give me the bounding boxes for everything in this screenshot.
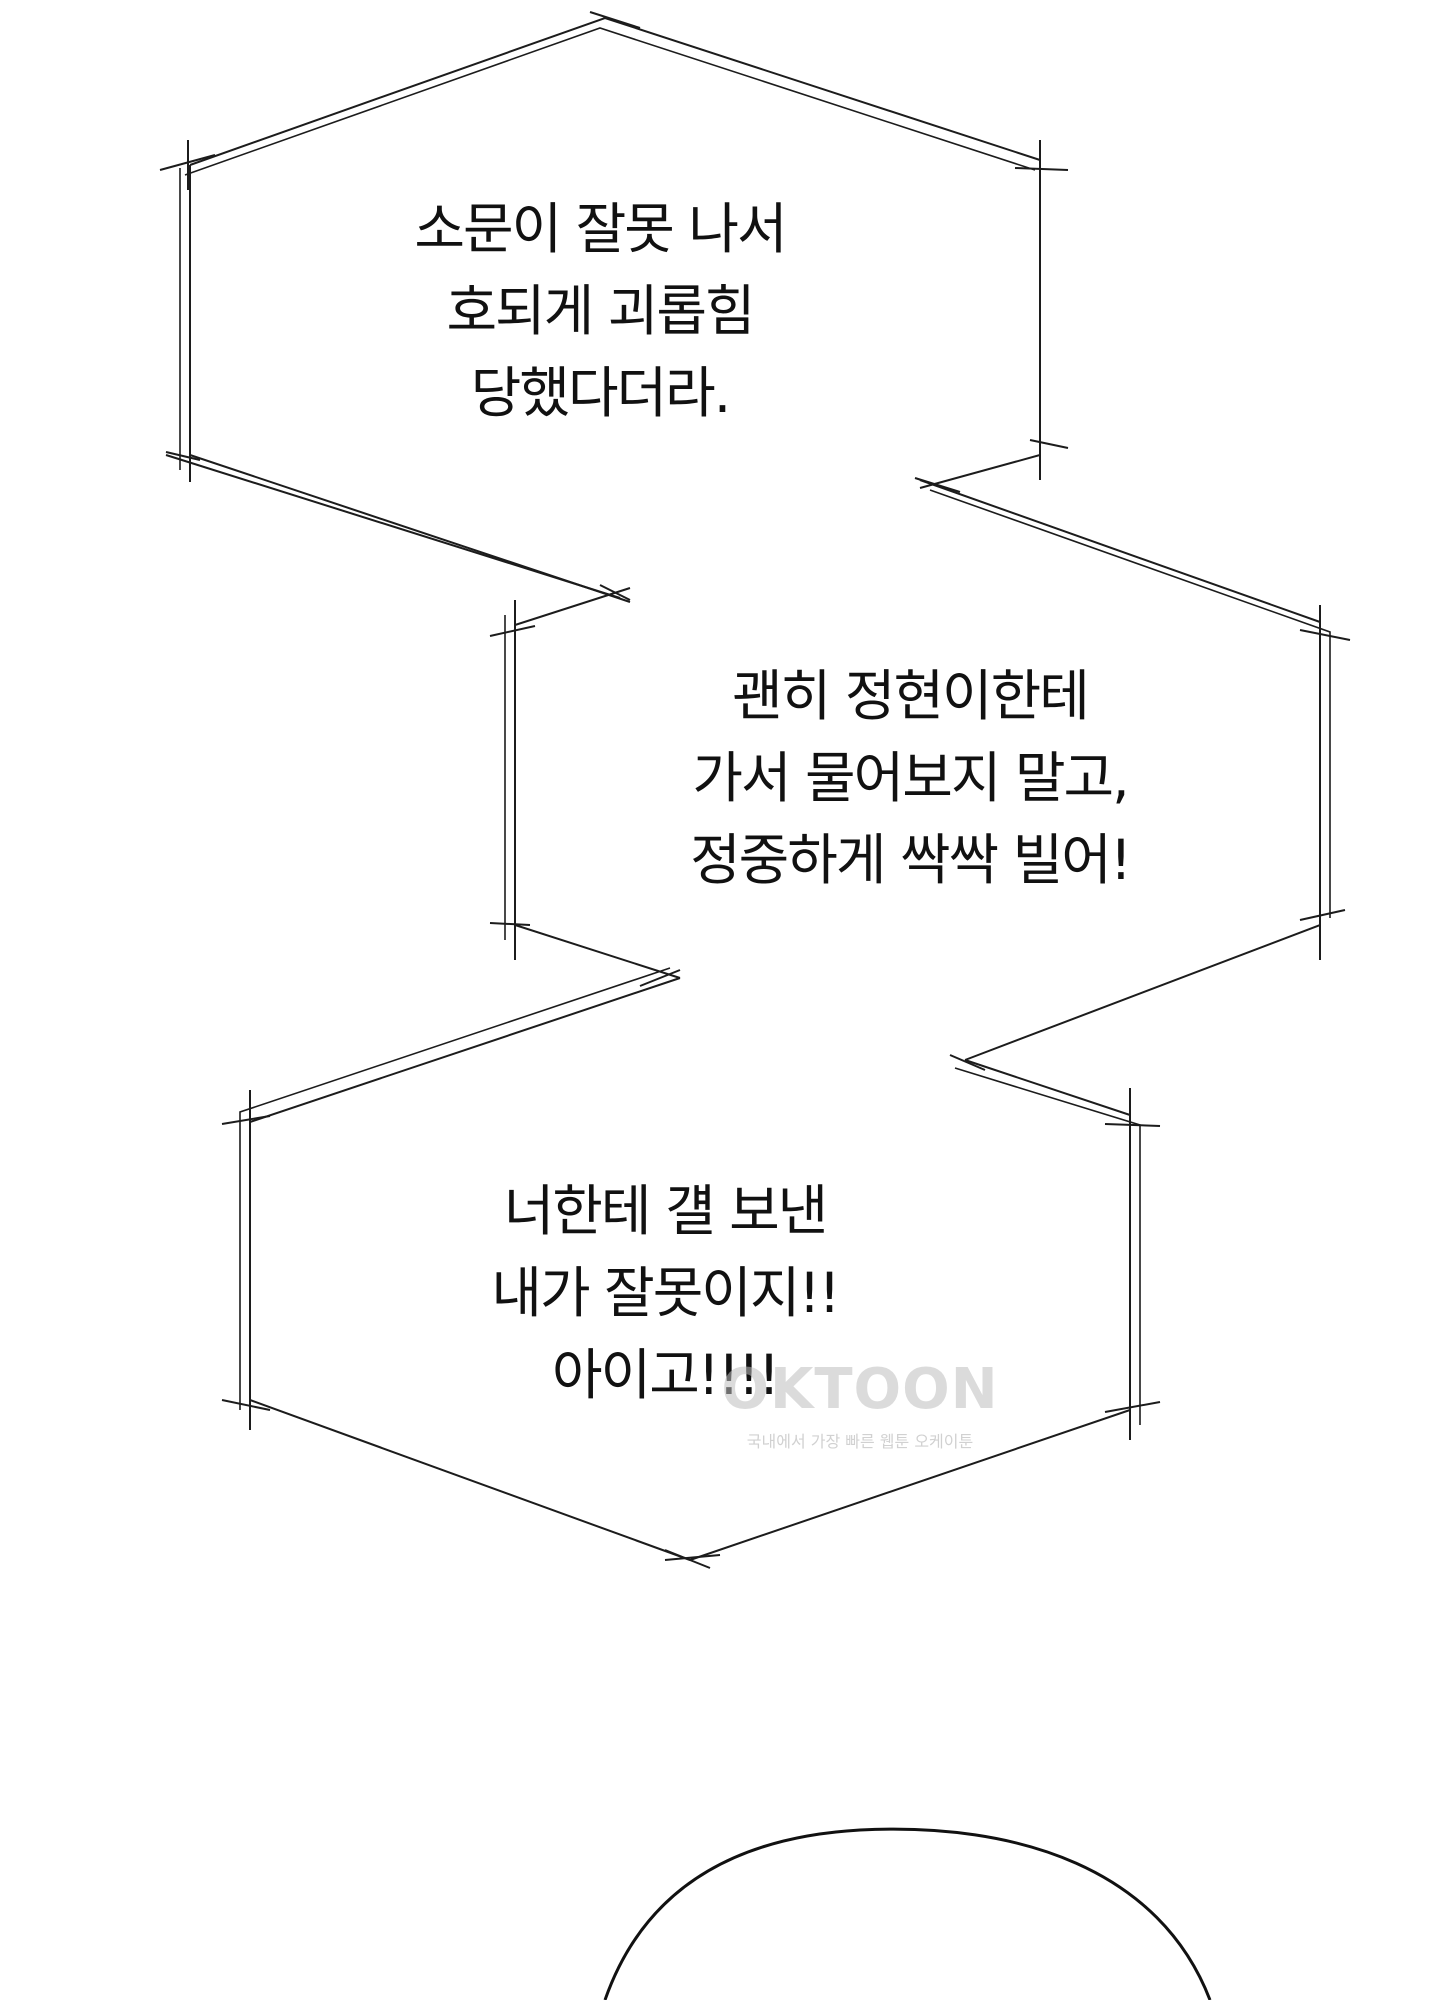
bubble-1-line-3: 당했다더라. xyxy=(470,361,731,425)
bubble-2-line-1: 괜히 정현이한테 xyxy=(732,664,1090,728)
bubble-1-line-1: 소문이 잘못 나서 xyxy=(414,197,787,261)
speech-bubble-2-text: 괜히 정현이한테 가서 물어보지 말고, 정중하게 싹싹 빌어! xyxy=(630,655,1190,901)
bubble-2-line-2: 가서 물어보지 말고, xyxy=(692,746,1129,810)
bubble-3-line-3: 아이고!!!! xyxy=(552,1343,780,1407)
bubble-3-line-1: 너한테 걜 보낸 xyxy=(503,1179,829,1243)
bubble-2-line-3: 정중하게 싹싹 빌어! xyxy=(690,828,1132,892)
bubble-3-line-2: 내가 잘못이지!! xyxy=(491,1261,840,1325)
character-head-outline xyxy=(603,1827,1212,2000)
speech-bubble-3-text: 너한테 걜 보낸 내가 잘못이지!! 아이고!!!! xyxy=(395,1170,935,1416)
speech-bubble-frame-3 xyxy=(221,967,1161,1569)
speech-bubble-frame-1 xyxy=(159,11,1069,603)
speech-bubble-frame-2 xyxy=(489,477,1351,1061)
bubble-1-line-2: 호되게 괴롭힘 xyxy=(446,279,755,343)
speech-bubble-1-text: 소문이 잘못 나서 호되게 괴롭힘 당했다더라. xyxy=(340,188,860,434)
